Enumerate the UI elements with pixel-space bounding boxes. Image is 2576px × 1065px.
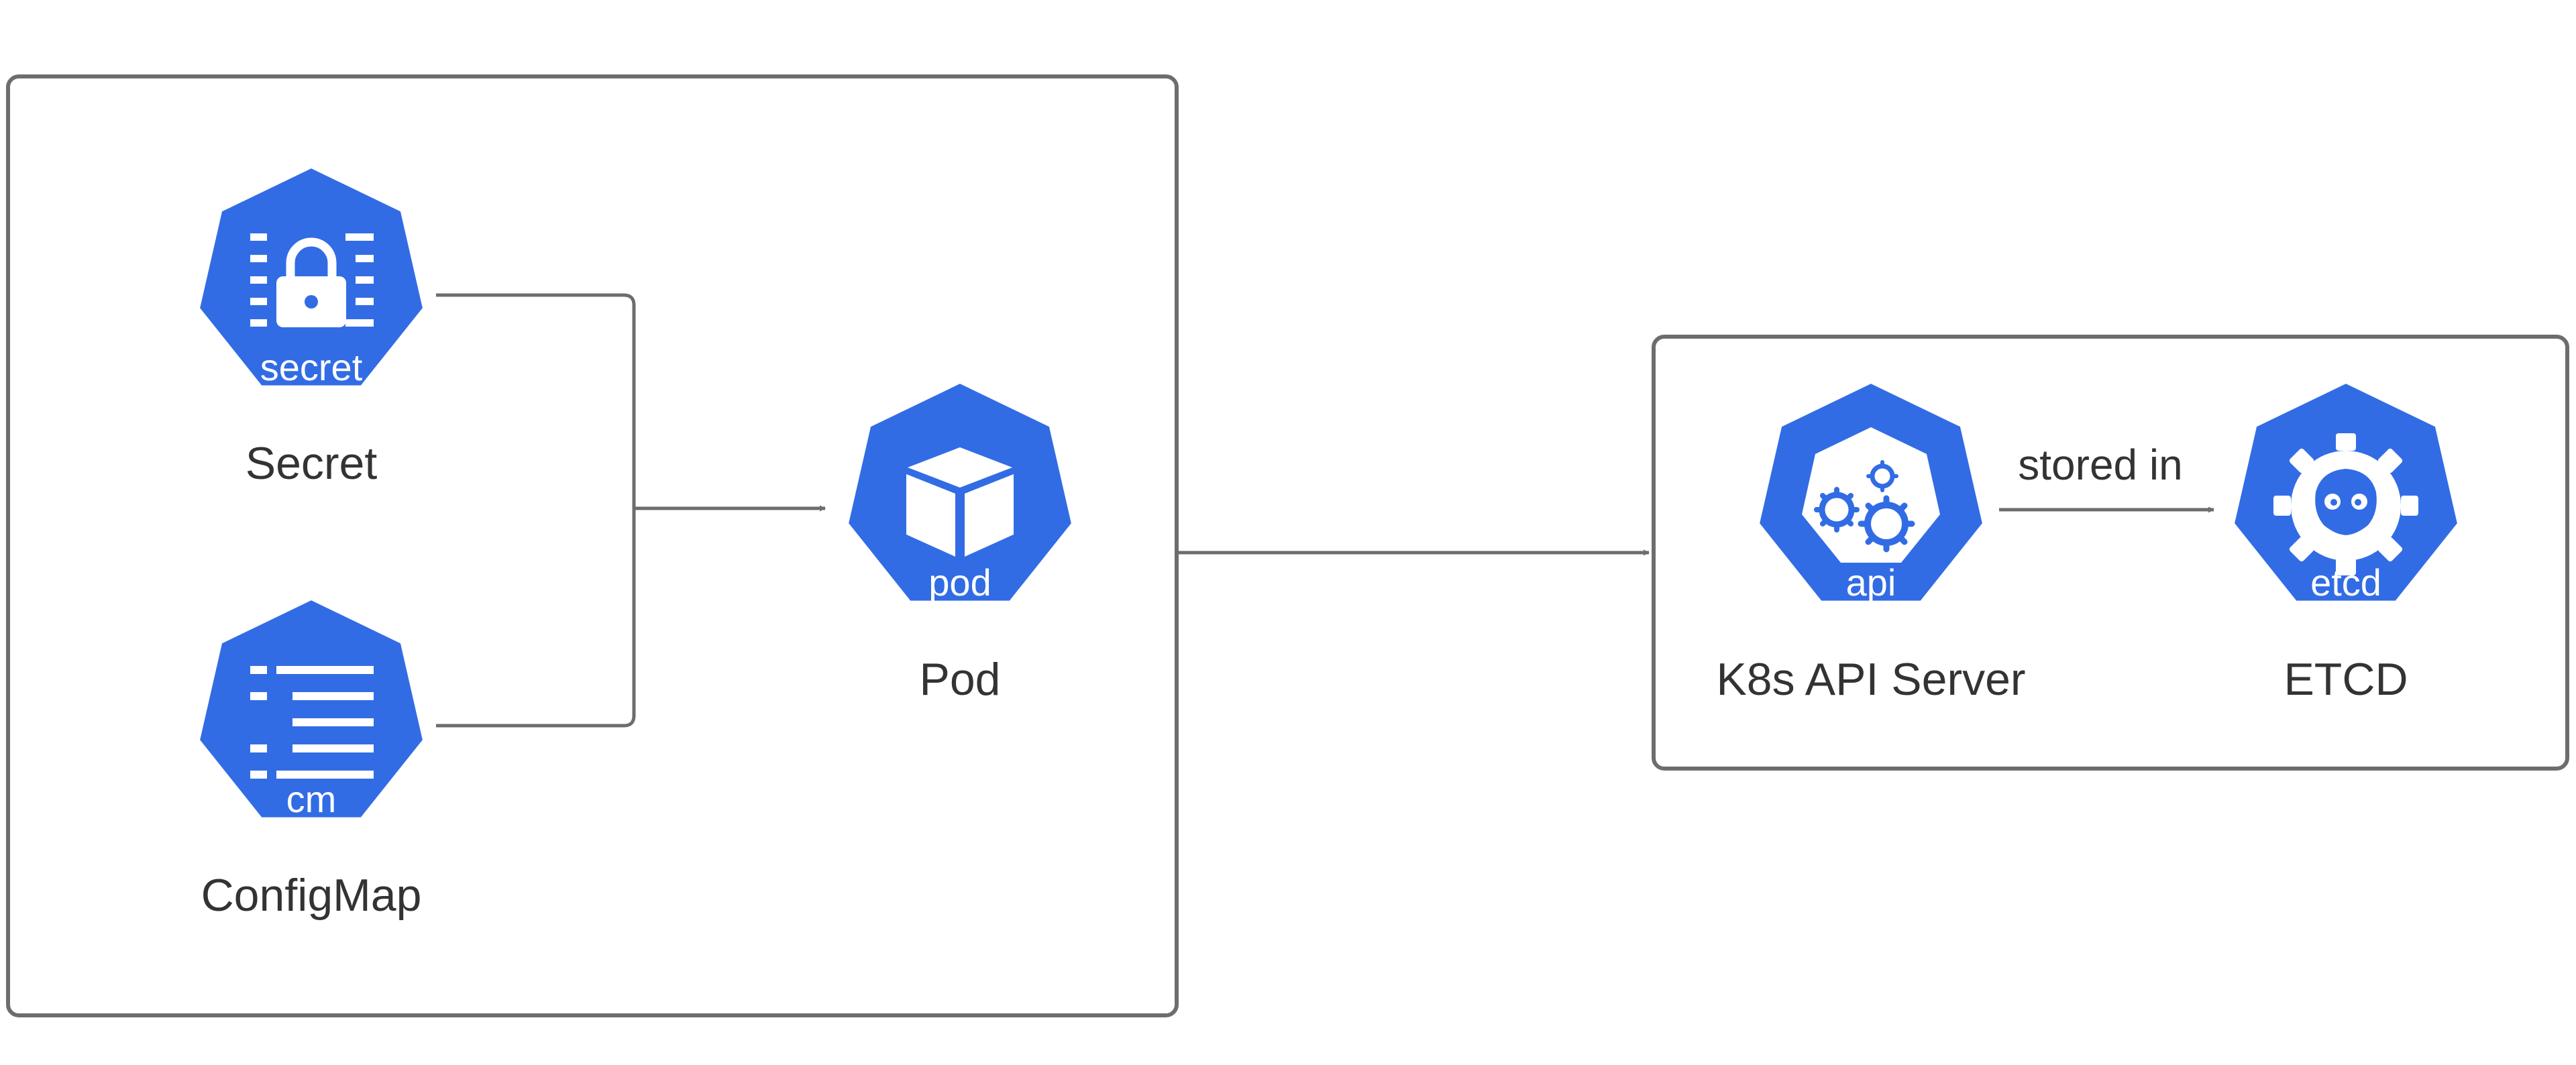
etcd-node[interactable]: etcd ETCD [2231, 380, 2461, 705]
configmap-list-icon [250, 666, 374, 779]
api-badge: api [1846, 561, 1896, 604]
etcd-gear-icon [2273, 433, 2418, 575]
stored-in-edge-label: stored in [2018, 441, 2182, 489]
secret-lock-icon [250, 233, 374, 327]
pod-config-group-frame [6, 74, 1179, 1017]
configmap-hex-icon [197, 597, 426, 820]
control-plane-group-frame [1652, 335, 2569, 771]
configmap-node[interactable]: cm ConfigMap [197, 597, 426, 921]
pod-label: Pod [920, 654, 1001, 705]
secret-badge: secret [260, 346, 363, 388]
pod-badge: pod [928, 561, 991, 604]
configmap-label: ConfigMap [201, 870, 422, 921]
configmap-badge: cm [286, 778, 337, 820]
api-gears-icon [1802, 427, 1940, 563]
pod-node[interactable]: pod Pod [845, 380, 1075, 705]
api-server-label: K8s API Server [1716, 654, 2025, 705]
pod-cube-icon [906, 447, 1014, 557]
etcd-badge: etcd [2310, 561, 2381, 604]
secret-label: Secret [246, 438, 378, 489]
secret-to-pod-connector [436, 293, 636, 508]
configmap-to-pod-connector [436, 508, 636, 728]
pod-hex-icon [845, 380, 1075, 604]
etcd-label: ETCD [2284, 654, 2408, 705]
secret-node[interactable]: secret Secret [197, 165, 426, 489]
api-server-node[interactable]: api K8s API Server [1716, 380, 2026, 705]
